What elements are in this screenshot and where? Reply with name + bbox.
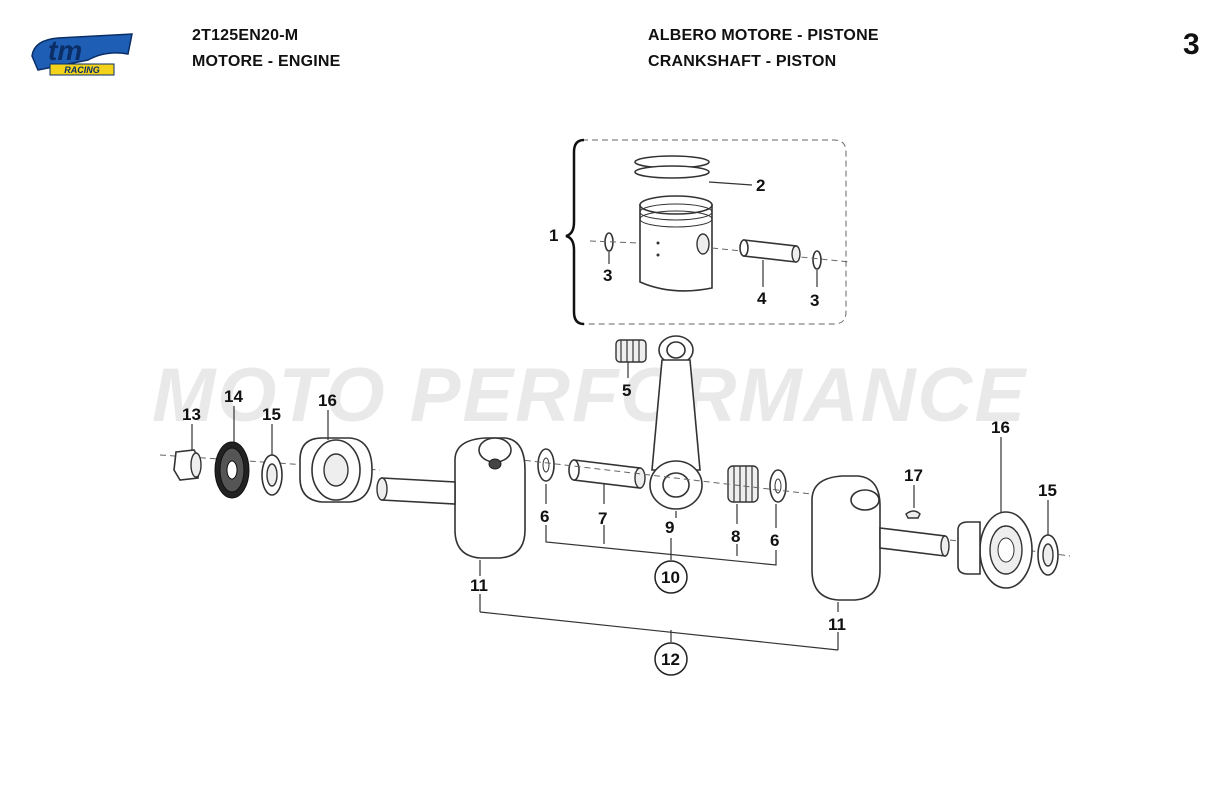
callout-16a: 16 <box>318 391 337 410</box>
woodruff-key <box>905 510 921 519</box>
callout-9: 9 <box>665 518 674 537</box>
callout-15b: 15 <box>1038 481 1057 500</box>
page-number: 3 <box>1183 28 1200 61</box>
assembly-12-circle <box>654 642 688 676</box>
model-code: 2T125EN20-M <box>192 27 299 44</box>
callout-4: 4 <box>757 289 767 308</box>
tm-racing-logo: tm RACING <box>31 33 133 76</box>
callout-2: 2 <box>756 176 765 195</box>
title-italian: ALBERO MOTORE - PISTONE <box>648 27 879 44</box>
main-bearing-right <box>957 511 1033 589</box>
callout-11b: 11 <box>828 615 846 634</box>
callout-3b: 3 <box>810 291 819 310</box>
circlip-right <box>812 250 822 270</box>
flywheel-right <box>811 475 950 601</box>
oil-seal-left <box>261 454 283 496</box>
leader-lines <box>191 252 1049 651</box>
callout-8: 8 <box>731 527 740 546</box>
flywheel-left <box>376 437 526 559</box>
oil-seal-right <box>1037 534 1059 576</box>
callout-14: 14 <box>224 387 243 406</box>
small-end-bearing <box>615 339 647 363</box>
connecting-rod <box>649 335 703 510</box>
callout-7: 7 <box>598 509 607 528</box>
callout-17: 17 <box>904 466 923 485</box>
piston-rings <box>634 155 753 186</box>
logo-sub: RACING <box>64 65 100 75</box>
callout-13: 13 <box>182 405 201 424</box>
callout-3a: 3 <box>603 266 612 285</box>
main-bearing-left <box>299 437 373 503</box>
callout-16b: 16 <box>991 418 1010 437</box>
callout-10: 10 <box>661 568 680 587</box>
title-english: CRANKSHAFT - PISTON <box>648 53 837 70</box>
callout-15a: 15 <box>262 405 281 424</box>
crank-nut <box>173 449 202 481</box>
piston <box>639 195 713 292</box>
group-label: MOTORE - ENGINE <box>192 53 341 70</box>
crank-pin <box>568 459 646 489</box>
primary-gear <box>214 441 250 499</box>
callout-1: 1 <box>549 226 558 245</box>
thrust-washer-left-hole <box>542 457 550 473</box>
piston-pin <box>739 239 801 263</box>
callout-5: 5 <box>622 381 631 400</box>
piston-kit-brace <box>565 138 585 326</box>
callout-6a: 6 <box>540 507 549 526</box>
callout-11a: 11 <box>470 576 488 595</box>
callout-6b: 6 <box>770 531 779 550</box>
thrust-washer-right-hole <box>774 478 782 494</box>
watermark-text: MOTO PERFORMANCE <box>152 353 1028 438</box>
callout-12: 12 <box>661 650 680 669</box>
assembly-10-circle <box>654 560 688 594</box>
logo-brand: tm <box>48 35 82 66</box>
piston-kit-box <box>582 139 847 325</box>
big-end-bearing <box>727 465 759 503</box>
